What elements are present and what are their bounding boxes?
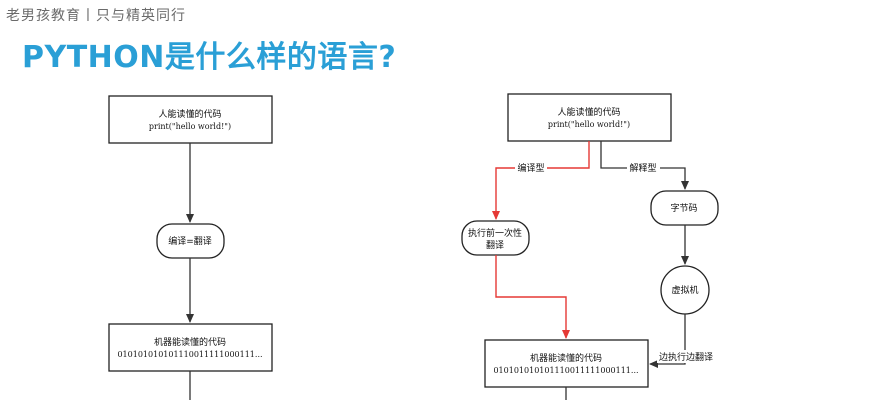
right-pretranslate-label-line1: 执行前一次性 [468,227,522,239]
right-human-code-label: 人能读懂的代码 [557,106,620,118]
right-machine-code-label: 机器能读懂的代码 [530,352,602,364]
left-machine-code-sample: 010101010101110011111000111... [117,350,262,359]
right-pretranslate-label-line2: 翻译 [486,240,504,251]
left-compile-label: 编译=翻译 [168,235,212,247]
right-interpreted-edge-label: 解释型 [629,162,656,174]
left-human-code-node: 人能读懂的代码 print("hello world!") [108,95,273,144]
left-machine-code-label: 机器能读懂的代码 [154,336,226,348]
right-machine-code-sample: 010101010101110011111000111... [493,366,638,375]
right-compiled-edge-to-machine [495,255,570,339]
left-diagram: 人能读懂的代码 print("hello world!") 编译=翻译 机器能读… [108,95,273,400]
right-vm-label: 虚拟机 [671,284,698,296]
left-machine-code-node: 机器能读懂的代码 010101010101110011111000111... [108,323,273,372]
left-human-code-sample: print("hello world!") [149,122,231,131]
right-compiled-label-bg [515,161,547,174]
right-interpreted-label-bg [627,161,660,174]
left-compile-node: 编译=翻译 [156,223,225,259]
right-human-code-sample: print("hello world!") [548,120,630,129]
right-compiled-edge [492,141,590,220]
right-compiled-edge-label: 编译型 [517,162,544,174]
right-runtime-label-bg [657,350,713,363]
slide-title: PYTHON是什么样的语言? [22,40,397,75]
right-vm-node: 虚拟机 [660,265,710,315]
right-runtime-edge-label: 边执行边翻译 [659,351,713,363]
left-human-code-box [108,95,273,144]
brand-header: 老男孩教育丨只与精英同行 [6,8,186,24]
right-machine-code-node: 机器能读懂的代码 010101010101110011111000111... [484,339,649,388]
left-machine-code-box [108,323,273,372]
right-pretranslate-node: 执行前一次性 翻译 [461,220,530,256]
right-runtime-edge [649,314,686,368]
right-human-code-box [507,93,672,142]
left-human-code-label: 人能读懂的代码 [158,108,221,120]
right-human-code-node: 人能读懂的代码 print("hello world!") [507,93,672,142]
right-diagram: 人能读懂的代码 print("hello world!") 编译型 解释型 执行… [461,93,719,400]
right-bytecode-label: 字节码 [670,202,697,214]
right-bytecode-node: 字节码 [650,190,719,226]
